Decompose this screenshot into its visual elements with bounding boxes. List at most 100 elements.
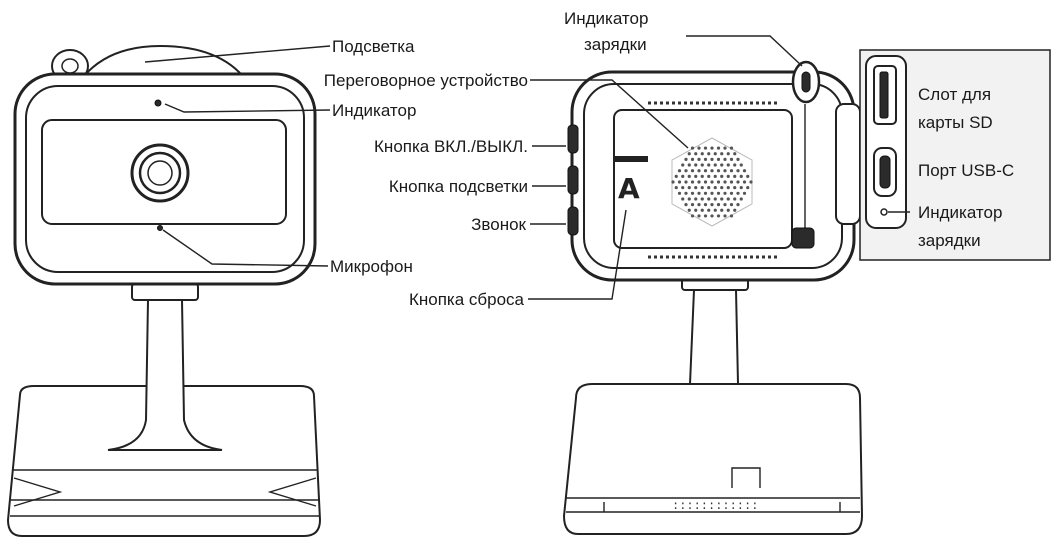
speaker-hole <box>746 186 750 190</box>
speaker-hole <box>687 152 691 156</box>
speaker-hole <box>729 157 734 161</box>
speaker-hole <box>707 152 711 156</box>
speaker-hole <box>674 174 678 178</box>
charge-indicator-led <box>801 71 811 93</box>
call-button-shape <box>567 206 579 236</box>
speaker-hole <box>713 174 717 178</box>
speaker-hole <box>723 157 727 161</box>
speaker-hole <box>736 203 740 207</box>
front-mic-dot <box>157 225 163 231</box>
speaker-hole <box>739 197 743 201</box>
speaker-hole <box>723 169 727 173</box>
side-charge-indicator <box>880 208 888 216</box>
speaker-hole <box>726 152 730 156</box>
speaker-hole <box>716 191 721 195</box>
front-base <box>6 385 322 537</box>
speaker-hole <box>681 197 685 201</box>
speaker-hole <box>684 157 688 161</box>
speaker-hole <box>729 203 734 207</box>
front-stand-cap <box>131 283 199 301</box>
label-backlight: Подсветка <box>332 37 415 56</box>
speaker-hole <box>700 186 704 190</box>
speaker-hole <box>687 163 691 167</box>
speaker-hole <box>710 157 714 161</box>
speaker-hole <box>713 163 717 167</box>
speaker-hole <box>710 146 714 150</box>
speaker-hole <box>713 208 717 212</box>
speaker-hole <box>726 208 730 212</box>
speaker-hole <box>749 180 753 184</box>
back-stand <box>688 289 740 385</box>
speaker-hole <box>742 191 747 195</box>
speaker-hole <box>703 191 708 195</box>
speaker-hole <box>684 203 688 207</box>
speaker-hole <box>677 169 682 173</box>
speaker-hole <box>710 203 714 207</box>
speaker-hole <box>746 174 750 178</box>
label-power-button: Кнопка ВКЛ./ВЫКЛ. <box>374 137 528 156</box>
speaker-hole <box>713 186 717 190</box>
speaker-hole <box>739 174 743 178</box>
speaker-hole <box>726 197 730 201</box>
speaker-hole <box>677 191 682 195</box>
speaker-hole <box>733 197 737 201</box>
label-microphone: Микрофон <box>330 257 413 276</box>
speaker-hole <box>671 180 675 184</box>
speaker-hole <box>694 186 698 190</box>
speaker-hole <box>729 180 734 184</box>
speaker-hole <box>723 146 727 150</box>
label-reset-button: Кнопка сброса <box>409 290 525 309</box>
speaker-hole <box>687 208 691 212</box>
speaker-hole <box>710 180 714 184</box>
speaker-hole <box>726 163 730 167</box>
leader-intercom <box>530 79 689 149</box>
reset-mark: A <box>618 172 640 205</box>
port-detail-panel: Слот для карты SD Порт USB-C Индикатор з… <box>859 49 1051 261</box>
speaker-hole <box>697 203 701 207</box>
camera-lens-inner <box>147 160 173 186</box>
label-usb-port: Порт USB-C <box>918 161 1014 180</box>
speaker-hole <box>733 152 737 156</box>
speaker-hole <box>716 203 721 207</box>
speaker-hole <box>700 208 704 212</box>
back-side-tab <box>835 103 861 225</box>
usb-port-opening <box>879 155 891 189</box>
speaker-hole <box>694 152 698 156</box>
sd-slot-opening <box>879 71 889 119</box>
front-indicator-dot <box>154 99 162 107</box>
speaker-hole <box>703 157 708 161</box>
leader-indicator-front <box>164 103 331 113</box>
speaker-hole <box>716 180 721 184</box>
speaker-hole <box>694 208 698 212</box>
speaker-hole <box>736 191 740 195</box>
speaker-hole <box>690 180 695 184</box>
speaker-hole <box>703 214 708 218</box>
label-charge-top-line1: Индикатор <box>564 9 648 28</box>
front-base-band <box>10 469 320 517</box>
label-charge-side-line1: Индикатор <box>918 203 1002 222</box>
speaker-hole <box>716 157 721 161</box>
speaker-hole <box>739 186 743 190</box>
speaker-hole <box>697 191 701 195</box>
speaker-hole <box>681 186 685 190</box>
speaker-hole <box>736 169 740 173</box>
front-hanger-hole <box>61 58 79 74</box>
front-stand <box>107 299 223 451</box>
speaker-hole <box>697 214 701 218</box>
back-base-line <box>566 497 860 513</box>
front-top-bulb <box>81 44 249 82</box>
speaker-hole <box>726 186 730 190</box>
label-intercom: Переговорное устройство <box>324 71 528 90</box>
speaker-hole <box>677 180 682 184</box>
speaker-hole <box>713 197 717 201</box>
speaker-hole <box>700 197 704 201</box>
speaker-hole <box>684 169 688 173</box>
speaker-hole <box>703 169 708 173</box>
speaker-hole <box>720 197 724 201</box>
speaker-hole <box>736 157 740 161</box>
speaker-hole <box>736 180 740 184</box>
speaker-hole <box>703 180 708 184</box>
speaker-hole <box>716 146 721 150</box>
speaker-hole <box>710 214 714 218</box>
